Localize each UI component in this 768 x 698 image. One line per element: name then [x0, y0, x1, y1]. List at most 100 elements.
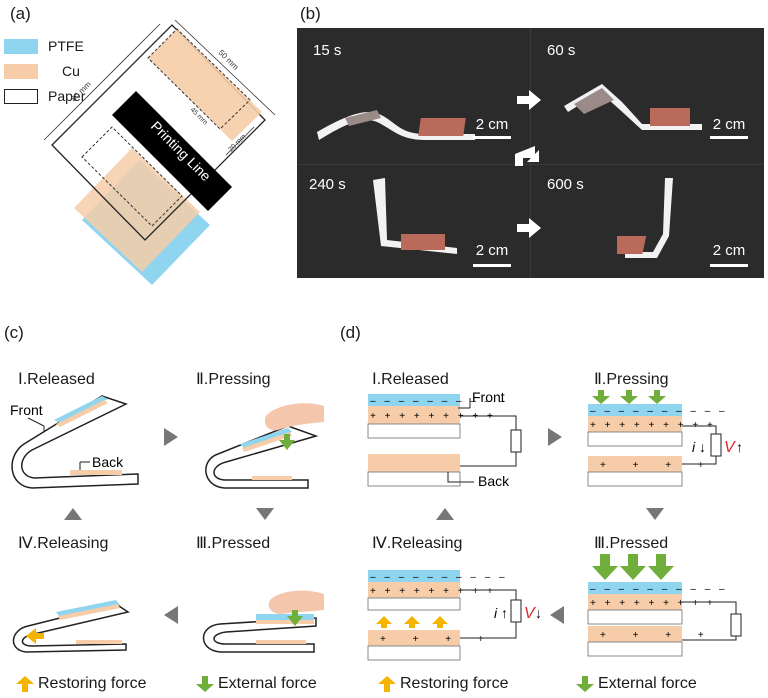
time-label-600s: 600 s — [547, 176, 584, 193]
svg-text:↑: ↑ — [501, 605, 508, 621]
d-step-releasing: Ⅳ.Releasing — [372, 535, 463, 552]
c-external-label: External force — [218, 675, 317, 692]
d-front-label: Front — [472, 390, 505, 405]
d-releasing-voltage: V — [524, 605, 536, 622]
legend-cu-label: Cu — [62, 63, 80, 79]
svg-text:+ + + + + + + + +: + + + + + + + + + — [590, 420, 716, 431]
arrow-240-to-600 — [517, 218, 541, 238]
svg-text:+ + + + + + + + +: + + + + + + + + + — [370, 411, 496, 422]
ptfe-swatch — [4, 38, 38, 54]
svg-text:+ + + + + + + + +: + + + + + + + + + — [590, 598, 716, 609]
c-step-pressing: Ⅱ.Pressing — [196, 371, 271, 388]
time-label-240s: 240 s — [309, 176, 346, 193]
c-releasing-diagram — [12, 600, 130, 653]
svg-text:– – – – – – – – – –: – – – – – – – – – – — [590, 584, 728, 595]
sample-240s — [373, 178, 457, 254]
scale-bar-3 — [473, 264, 511, 267]
cu-top-layer — [148, 29, 262, 141]
d-arrow-right — [548, 428, 562, 446]
c-arrow-down — [256, 508, 274, 520]
svg-text:↓: ↓ — [699, 439, 706, 455]
d-restoring-label: Restoring force — [400, 675, 509, 692]
d-arrow-down — [646, 508, 664, 520]
c-arrow-left — [164, 606, 178, 624]
c-step-pressed: Ⅲ.Pressed — [196, 535, 271, 552]
sample-60s — [564, 84, 702, 130]
c-arrow-right — [164, 428, 178, 446]
legend-cu: Cu — [4, 63, 80, 79]
c-restoring-label: Restoring force — [38, 675, 147, 692]
svg-text:+ + + +: + + + + — [600, 630, 716, 641]
arrow-15-to-60 — [517, 90, 541, 110]
d-arrow-up — [436, 508, 454, 520]
c-restoring-arrow-icon — [16, 676, 34, 692]
panel-b-label: (b) — [300, 4, 321, 23]
dim-50mm: 50 mm — [217, 48, 241, 72]
d-pressing-current: i — [692, 439, 696, 455]
d-pressing-voltage: V — [724, 439, 736, 456]
scale-label-4: 2 cm — [712, 242, 746, 259]
c-back-label: Back — [92, 454, 124, 470]
legend-ptfe: PTFE — [4, 38, 84, 54]
svg-text:– – – – – – – – – –: – – – – – – – – – – — [370, 396, 508, 407]
c-front-label: Front — [10, 402, 43, 418]
d-step-released: Ⅰ.Released — [372, 371, 449, 388]
svg-text:+ + + + + + + + +: + + + + + + + + + — [370, 586, 496, 597]
dashed-bottom-region — [81, 126, 183, 227]
sample-600s — [617, 178, 673, 258]
c-releasing-restoring-arrow — [26, 628, 44, 644]
printing-line-band — [112, 91, 232, 211]
d-step-pressed: Ⅲ.Pressed — [594, 535, 669, 552]
d-back-label: Back — [478, 473, 510, 489]
c-released-diagram: Front Back — [10, 395, 139, 489]
c-external-arrow-icon — [196, 676, 214, 692]
time-label-60s: 60 s — [547, 42, 576, 59]
dim-80mm: 80 mm — [69, 80, 93, 104]
d-pressed-diagram: – – – – – – – – – – + + + + + + + + + + … — [587, 554, 742, 657]
d-external-label: External force — [598, 675, 697, 692]
c-step-releasing: Ⅳ.Releasing — [18, 535, 109, 552]
legend-paper-label: Paper — [48, 88, 86, 104]
c-arrow-up — [64, 508, 82, 520]
svg-text:– – – – – – – – – –: – – – – – – – – – – — [370, 572, 508, 583]
paper-swatch — [4, 88, 38, 104]
svg-text:+ + + +: + + + + — [600, 460, 716, 471]
dashed-top-region — [147, 28, 251, 130]
d-step-pressing: Ⅱ.Pressing — [594, 371, 669, 388]
c-pressing-diagram — [205, 403, 324, 489]
svg-text:↓: ↓ — [535, 605, 542, 621]
sample-15s — [317, 110, 475, 140]
panel-d-label: (d) — [340, 323, 361, 342]
panel-c-label: (c) — [4, 323, 24, 342]
time-lapse-photo: 15 s 2 cm 60 s 2 cm 240 s 2 cm 600 s 2 c… — [297, 28, 764, 278]
c-step-released: Ⅰ.Released — [18, 371, 95, 388]
d-pressing-diagram: – – – – – – – – – – + + + + + + + + + + … — [587, 390, 743, 487]
arrow-60-to-240 — [515, 146, 539, 166]
cu-swatch — [4, 63, 38, 79]
d-released-diagram: – – – – – – – – – – + + + + + + + + + Fr… — [367, 390, 522, 489]
d-external-arrow-icon — [576, 676, 594, 692]
svg-text:– – – – – – – – – –: – – – – – – – – – – — [590, 406, 728, 417]
scale-bar-2 — [710, 136, 748, 139]
scale-bar-4 — [710, 264, 748, 267]
svg-text:+ + + +: + + + + — [380, 634, 496, 645]
panel-a-layout-diagram: Printing Line 50 mm 80 mm 45 mm 20 mm — [43, 20, 276, 285]
panel-a-label: (a) — [10, 4, 31, 23]
cu-bottom-layer — [74, 148, 200, 272]
c-pressed-external-arrow — [287, 610, 303, 626]
scale-label-1: 2 cm — [475, 116, 509, 133]
c-pressing-external-arrow — [279, 434, 295, 450]
scale-label-3: 2 cm — [475, 242, 509, 259]
c-pressed-diagram — [202, 590, 324, 653]
d-releasing-diagram: – – – – – – – – – – + + + + + + + + + + … — [367, 570, 542, 661]
d-releasing-current: i — [494, 605, 498, 621]
paper-sheet — [51, 24, 266, 241]
svg-text:↑: ↑ — [736, 439, 743, 455]
d-arrow-left — [550, 606, 564, 624]
legend-ptfe-label: PTFE — [48, 38, 84, 54]
time-label-15s: 15 s — [313, 42, 342, 59]
legend-paper: Paper — [4, 88, 85, 104]
scale-label-2: 2 cm — [712, 116, 746, 133]
scale-bar-1 — [473, 136, 511, 139]
d-restoring-arrow-icon — [378, 676, 396, 692]
